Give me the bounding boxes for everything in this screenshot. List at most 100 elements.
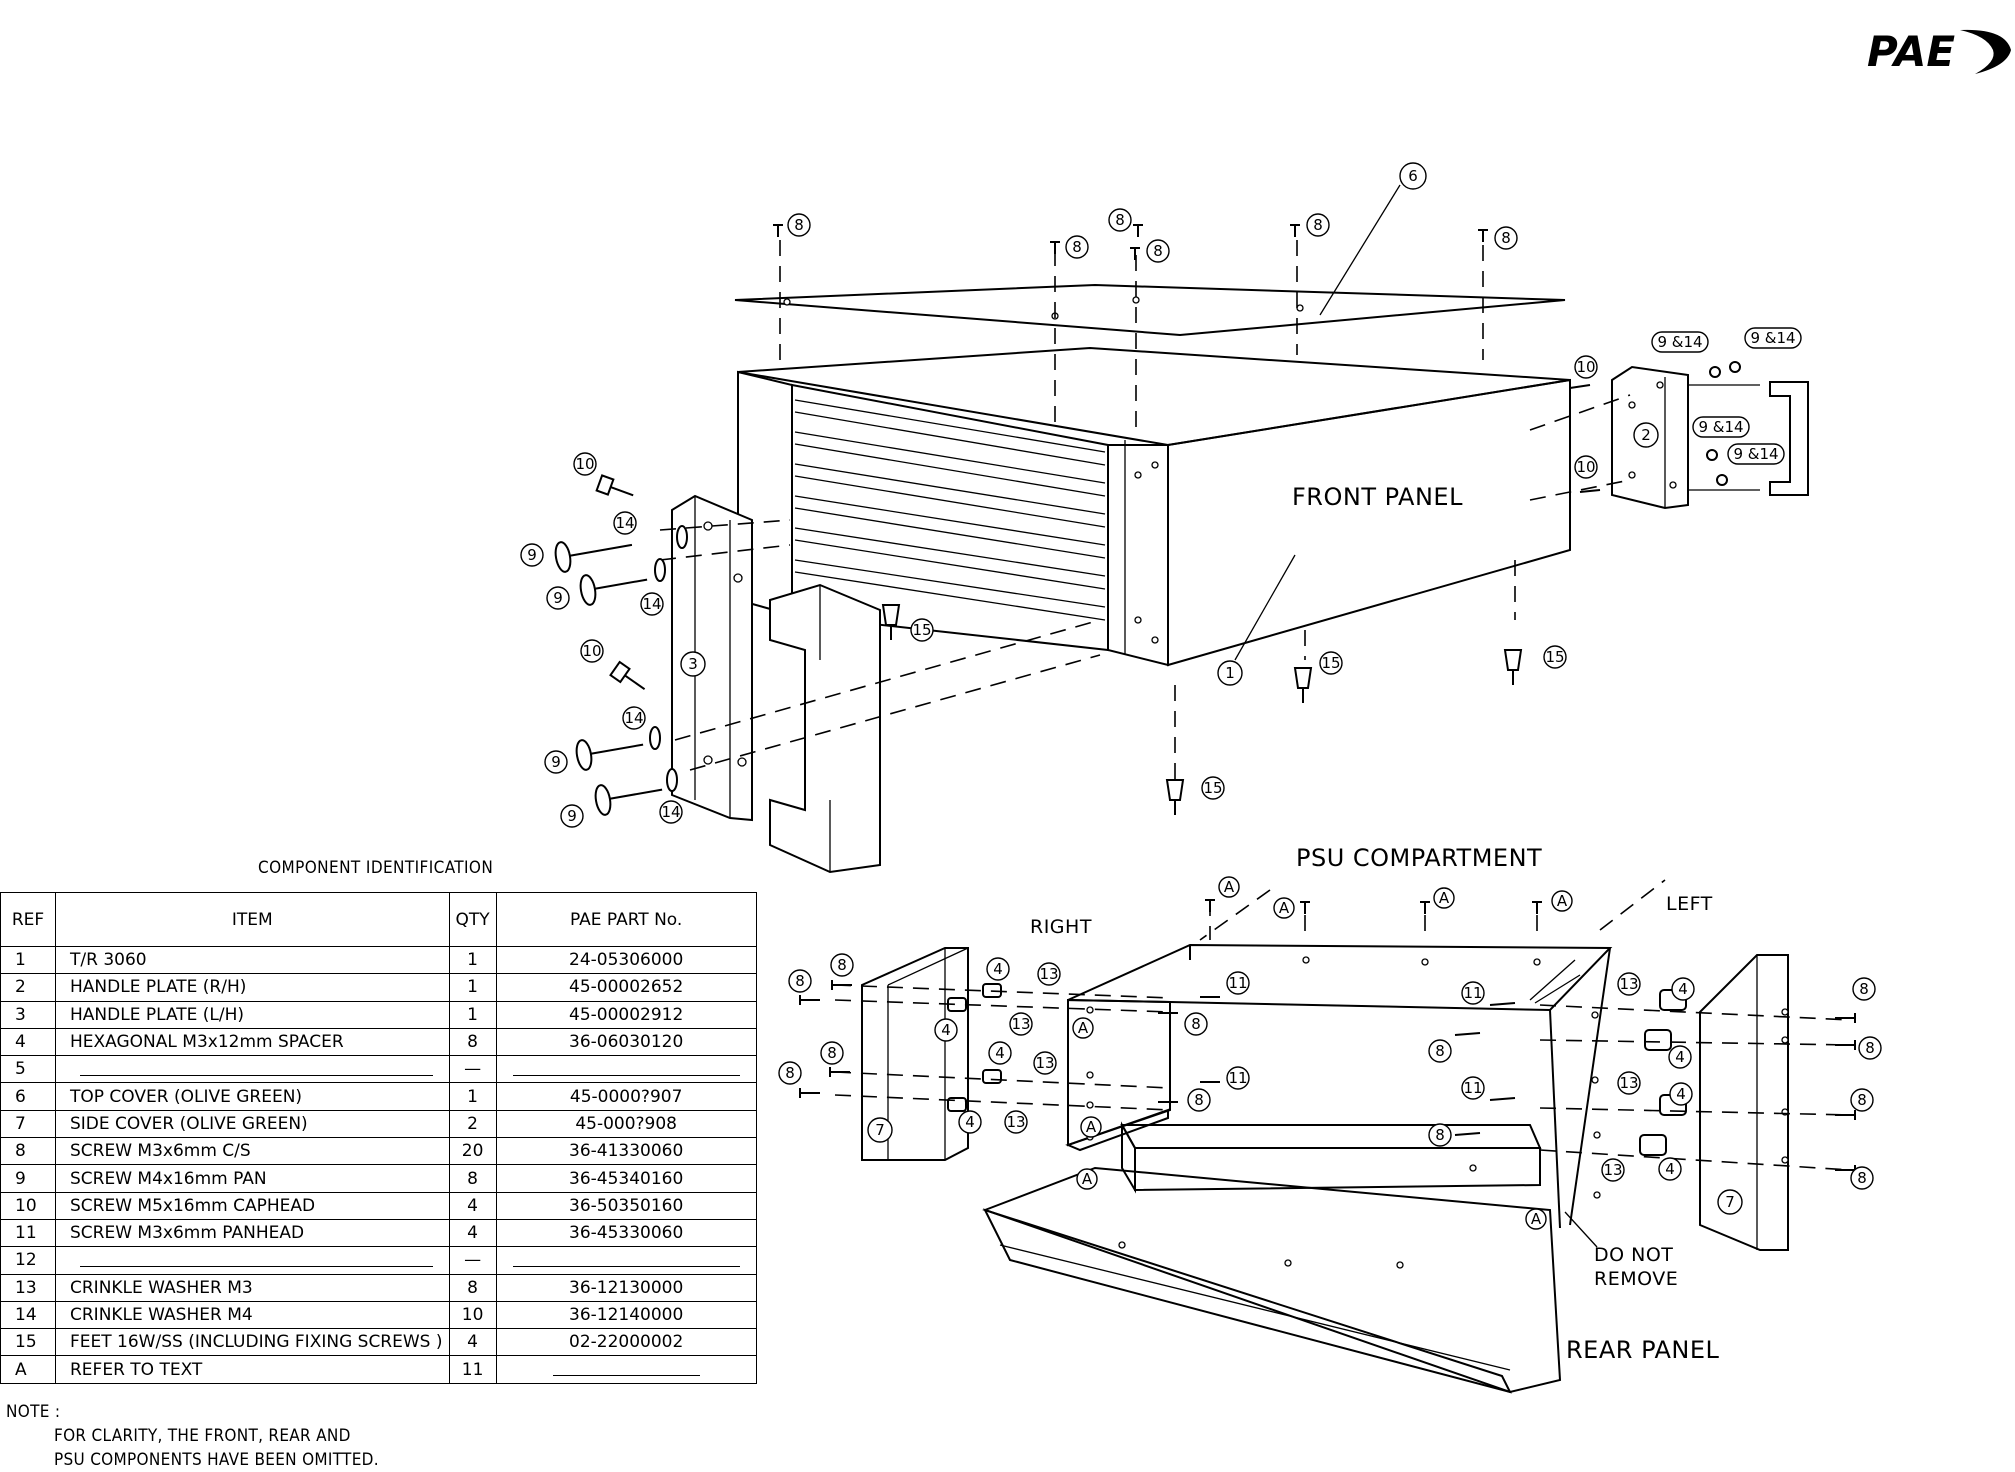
callout-A7: A bbox=[1076, 1168, 1098, 1190]
cell-ref: 3 bbox=[0, 1000, 56, 1029]
svg-text:8: 8 bbox=[795, 972, 805, 990]
svg-text:8: 8 bbox=[837, 956, 847, 974]
callout-13-l2: 13 bbox=[1009, 1012, 1033, 1036]
upper-dash-lines bbox=[659, 240, 1631, 780]
svg-text:3: 3 bbox=[688, 655, 698, 673]
cell-part: 45-0000?907 bbox=[495, 1082, 757, 1111]
svg-text:14: 14 bbox=[615, 514, 634, 532]
svg-text:13: 13 bbox=[1035, 1054, 1054, 1072]
blank-line bbox=[80, 1063, 433, 1076]
callout-11-l2: 11 bbox=[1226, 1066, 1250, 1090]
cell-item bbox=[55, 1055, 450, 1084]
svg-text:9 &14: 9 &14 bbox=[1698, 418, 1743, 436]
callout-8-r3: 8 bbox=[1850, 1088, 1874, 1112]
callout-13-r2: 13 bbox=[1617, 1071, 1641, 1095]
callout-15b: 15 bbox=[1319, 651, 1343, 675]
svg-text:9 &14: 9 &14 bbox=[1750, 329, 1795, 347]
cell-item: SIDE COVER (OLIVE GREEN) bbox=[55, 1109, 450, 1139]
cell-qty: 10 bbox=[448, 1300, 497, 1330]
header-item: ITEM bbox=[55, 892, 450, 947]
callout-8d: 8 bbox=[1146, 239, 1170, 263]
table-row: 5— bbox=[0, 1055, 757, 1084]
cell-qty: 8 bbox=[448, 1027, 497, 1057]
callout-A4: A bbox=[1551, 890, 1573, 912]
cell-part: 45-00002652 bbox=[495, 973, 757, 1002]
svg-text:9: 9 bbox=[551, 753, 561, 771]
cell-part: 02-22000002 bbox=[495, 1328, 757, 1357]
do-not-remove-leader bbox=[1564, 1211, 1598, 1248]
note: NOTE : FOR CLARITY, THE FRONT, REAR AND … bbox=[6, 1400, 379, 1472]
note-line-2: PSU COMPONENTS HAVE BEEN OMITTED. bbox=[54, 1450, 379, 1470]
cell-item: HANDLE PLATE (R/H) bbox=[55, 973, 450, 1002]
callout-4-r2: 4 bbox=[1668, 1045, 1692, 1069]
handle-bar-left bbox=[769, 583, 881, 874]
do-not-label: DO NOT bbox=[1594, 1244, 1673, 1266]
callout-9-14c: 9 &14 bbox=[1692, 416, 1750, 438]
cell-item: FEET 16W/SS (INCLUDING FIXING SCREWS ) bbox=[55, 1328, 450, 1357]
callout-6: 6 bbox=[1399, 162, 1427, 190]
callout-13-r3: 13 bbox=[1601, 1158, 1625, 1182]
blank-line bbox=[80, 1254, 433, 1267]
callout-8f: 8 bbox=[1494, 226, 1518, 250]
callout-13-r1: 13 bbox=[1617, 972, 1641, 996]
lower-dash-lines bbox=[834, 879, 1851, 1171]
callout-9-14b: 9 &14 bbox=[1744, 327, 1802, 349]
cell-qty: 8 bbox=[448, 1273, 497, 1302]
svg-text:8: 8 bbox=[1313, 216, 1323, 234]
svg-text:13: 13 bbox=[1006, 1113, 1025, 1131]
callout-8-l1: 8 bbox=[788, 969, 812, 993]
cell-qty: 4 bbox=[448, 1218, 497, 1248]
callout-14b: 14 bbox=[640, 592, 664, 616]
callout-8c: 8 bbox=[1108, 208, 1132, 232]
callout-8-r1: 8 bbox=[1852, 977, 1876, 1001]
left-fasteners bbox=[554, 474, 688, 816]
cell-qty: — bbox=[448, 1055, 497, 1084]
cell-item: T/R 3060 bbox=[55, 945, 450, 975]
table-row: 12— bbox=[0, 1246, 757, 1275]
svg-text:A: A bbox=[1531, 1210, 1542, 1228]
blank-line bbox=[552, 1363, 700, 1377]
svg-text:9 &14: 9 &14 bbox=[1733, 445, 1778, 463]
svg-text:A: A bbox=[1439, 889, 1450, 907]
cell-part: 36-06030120 bbox=[495, 1027, 757, 1057]
callout-4-l1: 4 bbox=[986, 957, 1010, 981]
callout-13-l3: 13 bbox=[1033, 1051, 1057, 1075]
svg-text:13: 13 bbox=[1603, 1161, 1622, 1179]
svg-text:10: 10 bbox=[1576, 458, 1595, 476]
cell-ref: 12 bbox=[0, 1246, 56, 1275]
svg-text:10: 10 bbox=[582, 642, 601, 660]
svg-text:2: 2 bbox=[1641, 426, 1651, 444]
callout-2: 2 bbox=[1633, 422, 1659, 448]
svg-text:10: 10 bbox=[1576, 358, 1595, 376]
callout-4-l2: 4 bbox=[934, 1018, 958, 1042]
callout-9d: 9 bbox=[560, 804, 584, 828]
svg-text:1: 1 bbox=[1225, 664, 1235, 682]
cell-part bbox=[495, 1246, 757, 1275]
cell-part: 36-12130000 bbox=[495, 1273, 757, 1302]
cell-part: 24-05306000 bbox=[495, 945, 757, 975]
cell-part bbox=[495, 1055, 757, 1084]
svg-text:8: 8 bbox=[794, 216, 804, 234]
svg-text:4: 4 bbox=[965, 1113, 975, 1131]
svg-text:9: 9 bbox=[527, 546, 537, 564]
svg-text:9: 9 bbox=[567, 807, 577, 825]
upper-callouts: 6 8 8 8 8 8 8 10 14 9 9 14 3 10 14 9 9 1… bbox=[520, 162, 1802, 828]
svg-text:8: 8 bbox=[1153, 242, 1163, 260]
svg-text:13: 13 bbox=[1039, 965, 1058, 983]
callout-8-m2: 8 bbox=[1187, 1088, 1211, 1112]
svg-text:4: 4 bbox=[1676, 1085, 1686, 1103]
svg-text:11: 11 bbox=[1228, 974, 1247, 992]
svg-text:6: 6 bbox=[1408, 167, 1418, 185]
cell-ref: 14 bbox=[0, 1300, 56, 1330]
